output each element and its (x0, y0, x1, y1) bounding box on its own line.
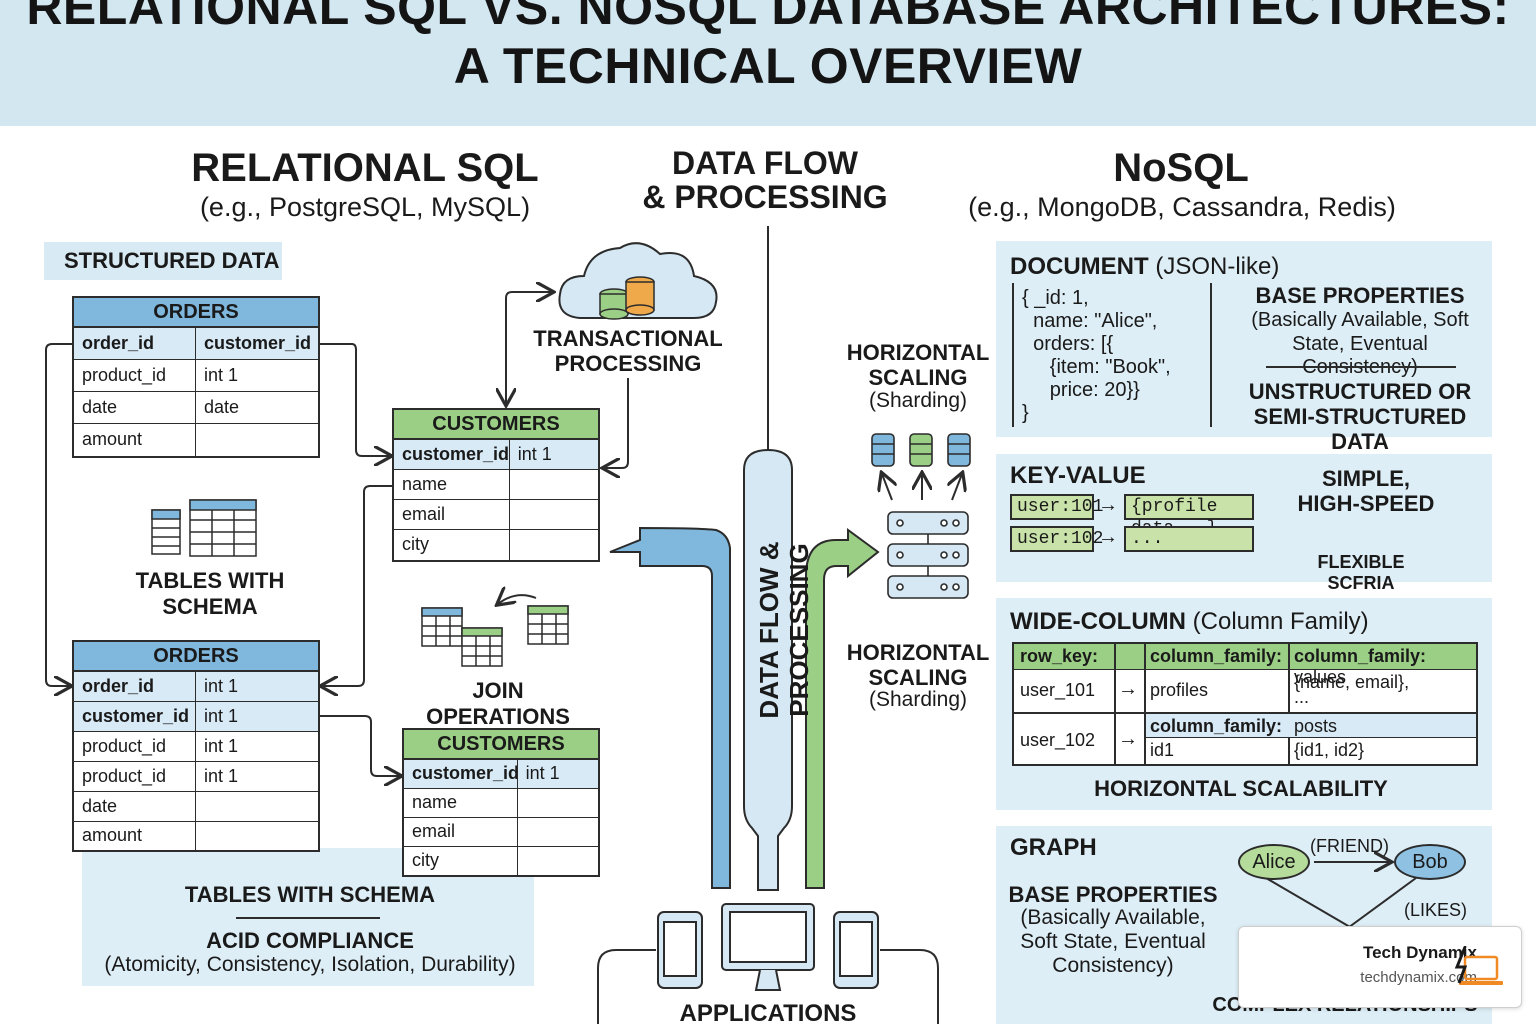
scaling1-line3: (Sharding) (868, 389, 968, 412)
table-row: product_id int 1 (74, 732, 318, 762)
unstructured-line1: UNSTRUCTURED OR (1248, 379, 1472, 404)
widecolumn-title: WIDE-COLUMN (Column Family) (1010, 608, 1369, 635)
graph-node-bob: Bob (1394, 844, 1466, 880)
table-row: city (404, 847, 598, 875)
sql-subtitle: (e.g., PostgreSQL, MySQL) (199, 192, 531, 222)
laptop-bolt-icon (1454, 946, 1503, 985)
graph-node-alice: Alice (1238, 844, 1310, 880)
table-row: product_id int 1 (74, 360, 318, 392)
graph-base-l3: Consistency) (1052, 954, 1174, 977)
acid-title: ACID COMPLIANCE (206, 928, 414, 953)
table-row: order_id int 1 (74, 672, 318, 702)
pipe-label: DATA FLOW & PROCESSING (754, 541, 814, 719)
arrow-right-icon: → (1118, 678, 1138, 700)
table-row: name (404, 789, 598, 818)
data-flow-title-line2: & PROCESSING (642, 179, 888, 215)
horizontal-scalability-label: HORIZONTAL SCALABILITY (1094, 776, 1388, 801)
bottom-schema-label: TABLES WITH SCHEMA (184, 882, 436, 907)
graph-title: GRAPH (1010, 834, 1097, 861)
page-title-line1: RELATIONAL SQL VS. NOSQL DATABASE ARCHIT… (26, 0, 1510, 35)
table-row: product_id int 1 (74, 762, 318, 792)
simple-line1: SIMPLE, (1321, 466, 1410, 491)
table-header: ORDERS (74, 642, 318, 672)
kv-key-2: user:102 (1010, 526, 1103, 552)
transactional-line2: PROCESSING (554, 351, 702, 376)
table-row: customer_id int 1 (404, 760, 598, 789)
customers-table-1: CUSTOMERS customer_id int 1 name email c… (392, 408, 600, 562)
table-row: date date (74, 392, 318, 424)
structured-data-label: STRUCTURED DATA (44, 242, 282, 280)
json-brackets (1012, 283, 1212, 427)
brand-watermark[interactable]: Tech Dynamix techdynamix.com (1238, 926, 1522, 1008)
scaling1-line2: SCALING (868, 365, 968, 390)
table-row: email (394, 500, 598, 530)
document-base-title: BASE PROPERTIES (1255, 283, 1465, 308)
join-operations-label: JOIN OPERATIONS (426, 678, 570, 729)
scaling2-line2: SCALING (868, 665, 968, 690)
page-title-line2: A TECHNICAL OVERVIEW (453, 38, 1083, 94)
transactional-line1: TRANSACTIONAL (533, 326, 723, 351)
table-row: email (404, 818, 598, 847)
scaling2-line3: (Sharding) (868, 688, 968, 711)
customers-table-2: CUSTOMERS customer_id int 1 name email c… (402, 728, 600, 877)
edge-friend-label: (FRIEND) (1310, 836, 1389, 856)
tables-with-schema-label: TABLES WITH SCHEMA (135, 568, 285, 619)
graph-base-title: BASE PROPERTIES (1008, 882, 1218, 907)
brand-url: techdynamix.com (1360, 969, 1477, 986)
acid-description: (Atomicity, Consistency, Isolation, Dura… (104, 953, 516, 976)
orders-table-2: ORDERS order_id int 1 customer_id int 1 … (72, 640, 320, 852)
sql-title: RELATIONAL SQL (191, 146, 539, 190)
unstructured-line2: SEMI-STRUCTURED DATA (1253, 404, 1467, 454)
widecolumn-panel: WIDE-COLUMN (Column Family) row_key: col… (996, 598, 1492, 810)
table-header: CUSTOMERS (404, 730, 598, 760)
title-banner: RELATIONAL SQL VS. NOSQL DATABASE ARCHIT… (0, 0, 1536, 126)
divider (1266, 366, 1456, 368)
document-panel: DOCUMENT (JSON-like) { _id: 1, name: "Al… (996, 241, 1492, 454)
json-snippet: { _id: 1, name: "Alice", orders: [{ {ite… (1022, 287, 1171, 424)
kv-value-1: {profile data...} (1124, 494, 1254, 539)
divider (236, 917, 380, 919)
table-row: amount (74, 822, 318, 850)
document-title: DOCUMENT (JSON-like) (1010, 253, 1280, 280)
table-row: city (394, 530, 598, 560)
kv-value-2: ... (1124, 526, 1254, 552)
table-header: ORDERS (74, 298, 318, 328)
arrow-right-icon: → (1098, 494, 1118, 516)
edge-likes-label: (LIKES) (1404, 900, 1468, 920)
table-row: customer_id int 1 (74, 702, 318, 732)
table-row: date (74, 792, 318, 822)
keyvalue-panel: KEY-VALUE user:101 → {profile data...} u… (996, 454, 1492, 593)
brand-name: Tech Dynamix (1362, 943, 1477, 962)
nosql-subtitle: (e.g., MongoDB, Cassandra, Redis) (968, 192, 1396, 222)
data-flow-title-line1: DATA FLOW (671, 145, 858, 181)
nosql-title: NoSQL (1113, 146, 1249, 190)
document-base-desc2: State, Eventual Consistency) (1292, 333, 1428, 378)
applications-label: APPLICATIONS (679, 1000, 857, 1024)
kv-key-1: user:101 (1010, 494, 1103, 520)
graph-base-l2: Soft State, Eventual (1020, 930, 1206, 953)
table-row: name (394, 470, 598, 500)
table-row: customer_id int 1 (394, 440, 598, 470)
keyvalue-title: KEY-VALUE (1010, 462, 1146, 489)
arrow-right-icon: → (1098, 526, 1118, 548)
graph-base-l1: (Basically Available, (1020, 906, 1206, 929)
scaling2-line1: HORIZONTAL (846, 640, 990, 665)
table-row: amount (74, 424, 318, 456)
simple-line2: HIGH-SPEED (1297, 491, 1435, 516)
scaling1-line1: HORIZONTAL (846, 340, 990, 365)
table-header: CUSTOMERS (394, 410, 598, 440)
arrow-right-icon: → (1118, 728, 1138, 750)
orders-table-1: ORDERS order_id customer_id product_id i… (72, 296, 320, 458)
table-row: order_id customer_id (74, 328, 318, 360)
flexible-schema-label: FLEXIBLE SCFRIA (1317, 552, 1405, 593)
document-base-desc1: (Basically Available, Soft (1251, 309, 1469, 331)
widecolumn-table: row_key: column_family: column_family: v… (1012, 642, 1478, 766)
